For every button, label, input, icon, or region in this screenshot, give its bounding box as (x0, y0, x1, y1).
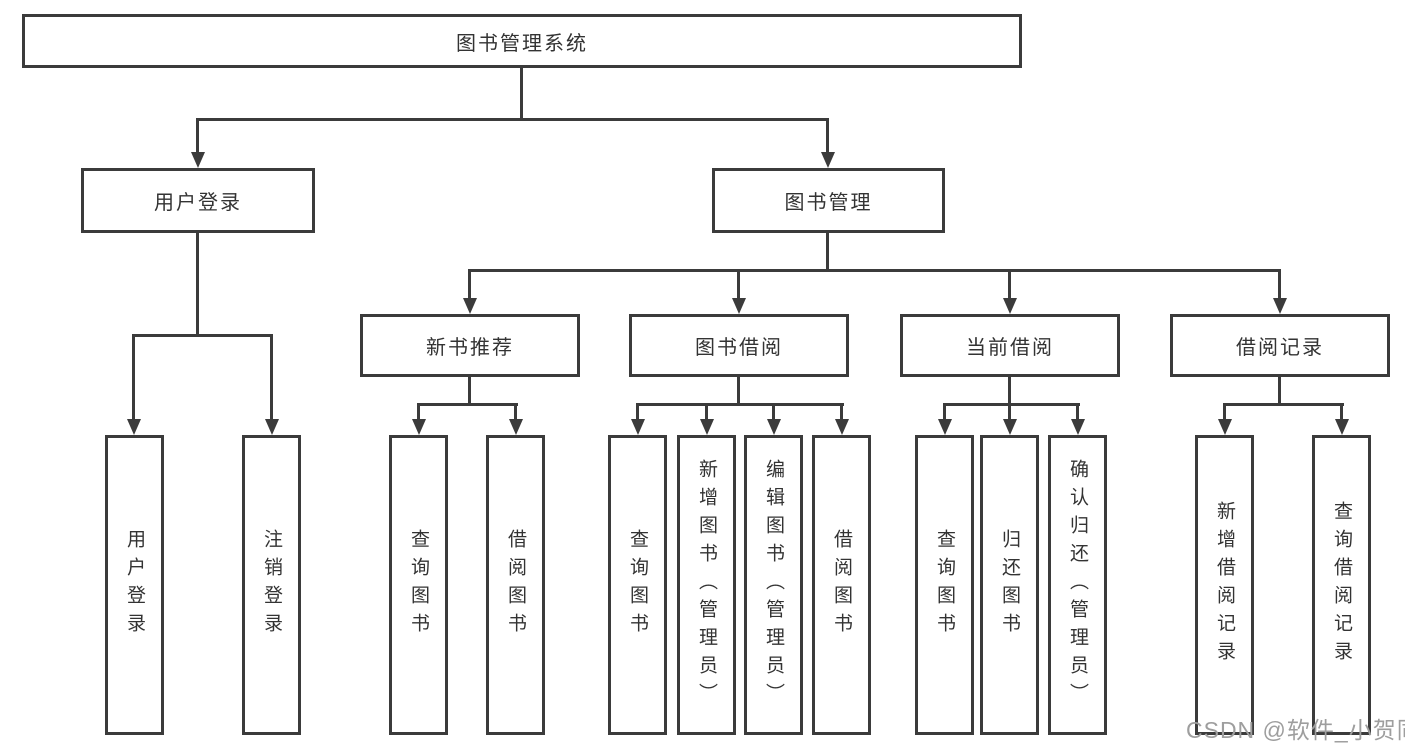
arrowhead-bb-borrow (835, 419, 849, 435)
connector-arrow-br-add (1223, 403, 1226, 421)
connector-arrow-leaf-logout (270, 334, 273, 421)
arrowhead-bb-edit (767, 419, 781, 435)
arrowhead-br-query (1335, 419, 1349, 435)
connector-book-borrowing-stem (737, 377, 740, 406)
connector-level3-rail (468, 269, 1281, 272)
arrowhead-br-add (1218, 419, 1232, 435)
node-borrowing-records: 借阅记录 (1170, 314, 1390, 377)
node-leaf-query-borrow-record: 查询借阅记录 (1312, 435, 1371, 735)
arrowhead-cb-query (938, 419, 952, 435)
node-new-book-recommend: 新书推荐 (360, 314, 580, 377)
node-leaf-add-borrow-record: 新增借阅记录 (1195, 435, 1254, 735)
node-user-login: 用户登录 (81, 168, 315, 233)
connector-book-borrowing-rail (636, 403, 844, 406)
arrowhead-leaf-logout (265, 419, 279, 435)
connector-arrow-bb-edit (772, 403, 775, 421)
node-leaf-confirm-return-admin: 确认归还（管理员） (1048, 435, 1107, 735)
connector-arrow-cb-return (1008, 403, 1011, 421)
connector-new-book-stem (468, 377, 471, 406)
node-leaf-edit-books-admin: 编辑图书（管理员） (744, 435, 803, 735)
node-leaf-query-books-borrowing: 查询图书 (608, 435, 667, 735)
node-leaf-logout: 注销登录 (242, 435, 301, 735)
arrowhead-nb-query (412, 419, 426, 435)
node-leaf-query-books-current: 查询图书 (915, 435, 974, 735)
connector-borrowing-records-stem (1278, 377, 1281, 406)
arrowhead-cb-return (1003, 419, 1017, 435)
connector-arrow-user-login (196, 118, 199, 154)
arrowhead-nb-borrow (509, 419, 523, 435)
arrowhead-bb-add (700, 419, 714, 435)
connector-arrow-nb-borrow (514, 403, 517, 421)
connector-arrow-bb-borrow (840, 403, 843, 421)
arrowhead-cb-confirm (1071, 419, 1085, 435)
connector-arrow-current-borrowing (1008, 269, 1011, 300)
connector-user-login-rail (132, 334, 273, 337)
connector-arrow-bb-add (705, 403, 708, 421)
arrowhead-user-login (191, 152, 205, 168)
connector-arrow-cb-confirm (1076, 403, 1079, 421)
node-book-management: 图书管理 (712, 168, 945, 233)
watermark: CSDN @软件_小贺同学 (1186, 717, 1405, 743)
connector-arrow-nb-query (417, 403, 420, 421)
connector-borrowing-records-rail (1223, 403, 1344, 406)
connector-user-login-stem (196, 233, 199, 337)
node-leaf-borrow-books-borrowing: 借阅图书 (812, 435, 871, 735)
connector-new-book-rail (417, 403, 518, 406)
arrowhead-book-management (821, 152, 835, 168)
node-leaf-borrow-books-recommend: 借阅图书 (486, 435, 545, 735)
connector-level2-rail (196, 118, 829, 121)
connector-arrow-book-borrowing (737, 269, 740, 300)
node-book-borrowing: 图书借阅 (629, 314, 849, 377)
node-leaf-return-books: 归还图书 (980, 435, 1039, 735)
arrowhead-new-book (463, 298, 477, 314)
connector-arrow-leaf-user-login (132, 334, 135, 421)
connector-arrow-book-management (826, 118, 829, 154)
connector-current-borrowing-stem (1008, 377, 1011, 406)
arrowhead-borrowing-records (1273, 298, 1287, 314)
arrowhead-leaf-user-login (127, 419, 141, 435)
node-leaf-query-books-recommend: 查询图书 (389, 435, 448, 735)
connector-arrow-new-book (468, 269, 471, 300)
connector-book-management-stem (826, 233, 829, 272)
connector-arrow-br-query (1340, 403, 1343, 421)
connector-arrow-borrowing-records (1278, 269, 1281, 300)
node-leaf-add-books-admin: 新增图书（管理员） (677, 435, 736, 735)
node-current-borrowing: 当前借阅 (900, 314, 1120, 377)
node-leaf-user-login: 用户登录 (105, 435, 164, 735)
node-library-management-system: 图书管理系统 (22, 14, 1022, 68)
connector-arrow-bb-query (636, 403, 639, 421)
connector-arrow-cb-query (943, 403, 946, 421)
arrowhead-bb-query (631, 419, 645, 435)
connector-root-stem (520, 68, 523, 120)
arrowhead-book-borrowing (732, 298, 746, 314)
arrowhead-current-borrowing (1003, 298, 1017, 314)
connector-current-borrowing-rail (943, 403, 1080, 406)
